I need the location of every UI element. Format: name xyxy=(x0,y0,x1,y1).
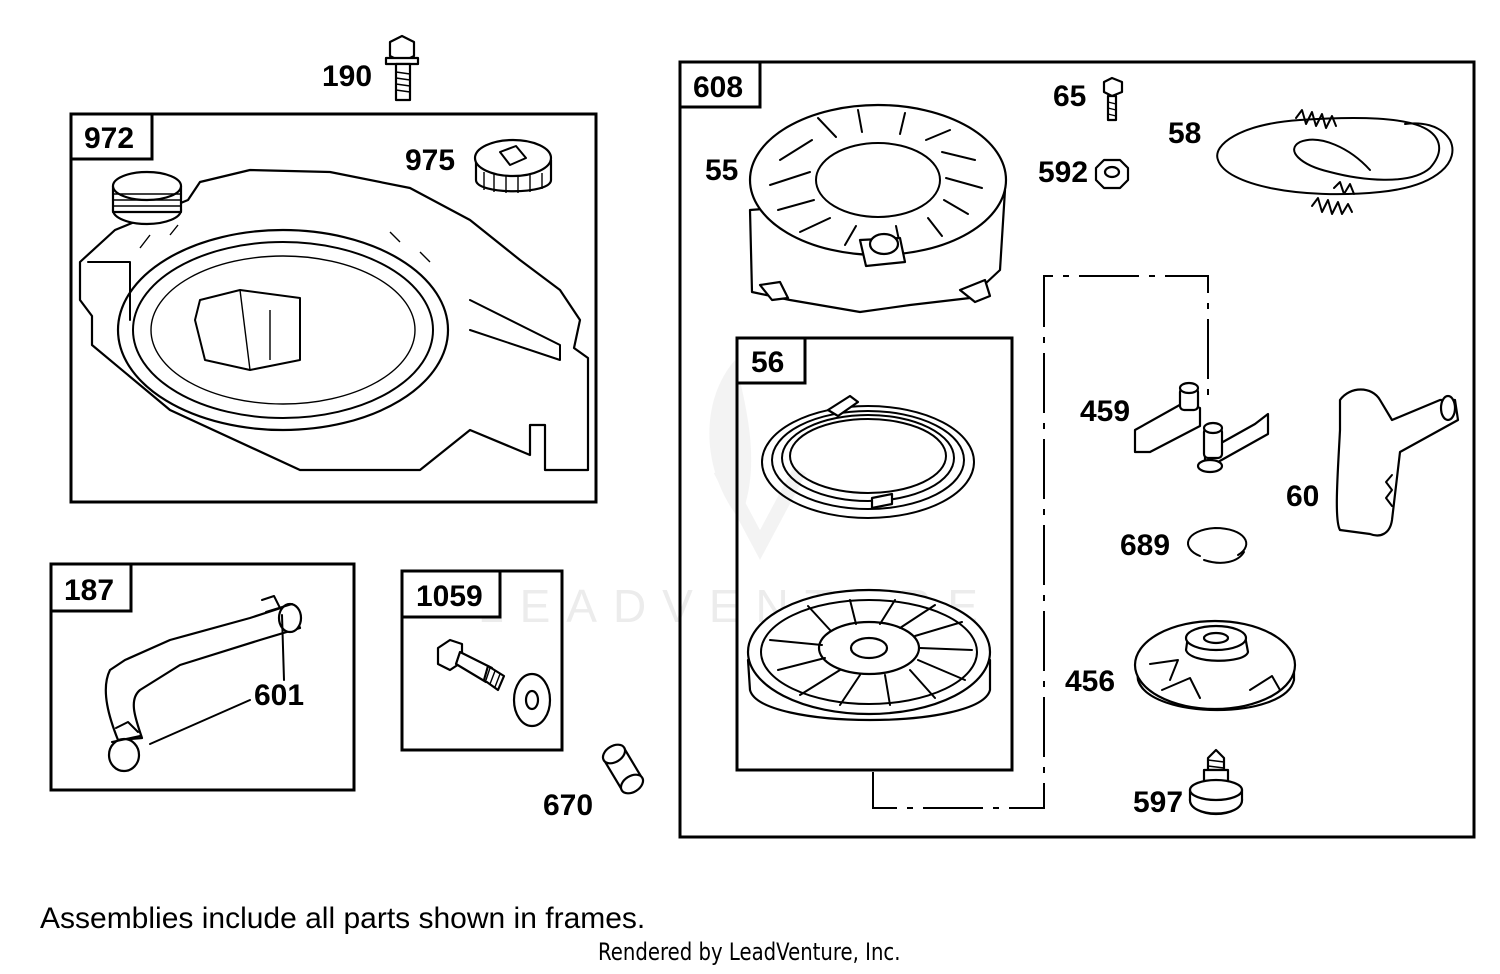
callout-65: 65 xyxy=(1053,80,1086,113)
callout-601: 601 xyxy=(254,679,304,712)
washer-part[interactable] xyxy=(512,672,552,728)
screw-597-part[interactable] xyxy=(1188,748,1244,816)
callout-975: 975 xyxy=(405,144,455,177)
callout-592: 592 xyxy=(1038,156,1088,189)
frame-tag-972 xyxy=(69,112,154,161)
starter-handle-part[interactable] xyxy=(1335,388,1460,537)
oil-cap-part[interactable] xyxy=(473,138,553,193)
callout-190: 190 xyxy=(322,60,372,93)
frame-tag-972-label: 972 xyxy=(84,122,134,155)
bolt-190-part[interactable] xyxy=(384,34,420,102)
assembly-frame-972 xyxy=(69,112,598,504)
assembly-footnote: Assemblies include all parts shown in fr… xyxy=(40,902,646,935)
starter-rope-part[interactable] xyxy=(1216,109,1454,215)
callout-689: 689 xyxy=(1120,529,1170,562)
starter-pawl-part[interactable] xyxy=(1133,381,1270,474)
retaining-ring-part[interactable] xyxy=(1187,527,1248,564)
watermark-logo xyxy=(709,360,807,560)
leader-601 xyxy=(149,614,285,745)
frame-tag-608-label: 608 xyxy=(693,71,743,104)
frame-tag-1059 xyxy=(400,569,502,619)
callout-670: 670 xyxy=(543,789,593,822)
assembly-frame-187 xyxy=(49,562,356,792)
fuel-line-part[interactable] xyxy=(104,595,303,773)
blower-housing-part[interactable] xyxy=(78,168,590,472)
assembly-frame-608 xyxy=(678,60,1476,839)
frame-tag-187 xyxy=(49,562,133,613)
starter-housing-part[interactable] xyxy=(748,103,1008,314)
assembly-frame-56 xyxy=(735,336,1014,772)
frame-tag-56-label: 56 xyxy=(751,346,784,379)
callout-597: 597 xyxy=(1133,786,1183,819)
callout-456: 456 xyxy=(1065,665,1115,698)
screw-65-part[interactable] xyxy=(1102,76,1124,122)
frame-tag-608 xyxy=(678,60,762,109)
shoulder-bolt-part[interactable] xyxy=(436,638,506,692)
callout-459: 459 xyxy=(1080,395,1130,428)
render-credit: Rendered by LeadVenture, Inc. xyxy=(598,938,901,966)
bushing-part[interactable] xyxy=(600,741,647,797)
callout-60: 60 xyxy=(1286,480,1319,513)
frame-tag-187-label: 187 xyxy=(64,574,114,607)
frame-tag-1059-label: 1059 xyxy=(416,580,483,613)
starter-pulley-part[interactable] xyxy=(746,588,992,722)
frame-tag-56 xyxy=(735,336,807,385)
recoil-spring-part[interactable] xyxy=(761,394,975,519)
nut-592-part[interactable] xyxy=(1094,158,1130,190)
callout-55: 55 xyxy=(705,154,738,187)
assembly-link-line xyxy=(872,275,1209,809)
callout-58: 58 xyxy=(1168,117,1201,150)
ratchet-part[interactable] xyxy=(1133,619,1297,711)
